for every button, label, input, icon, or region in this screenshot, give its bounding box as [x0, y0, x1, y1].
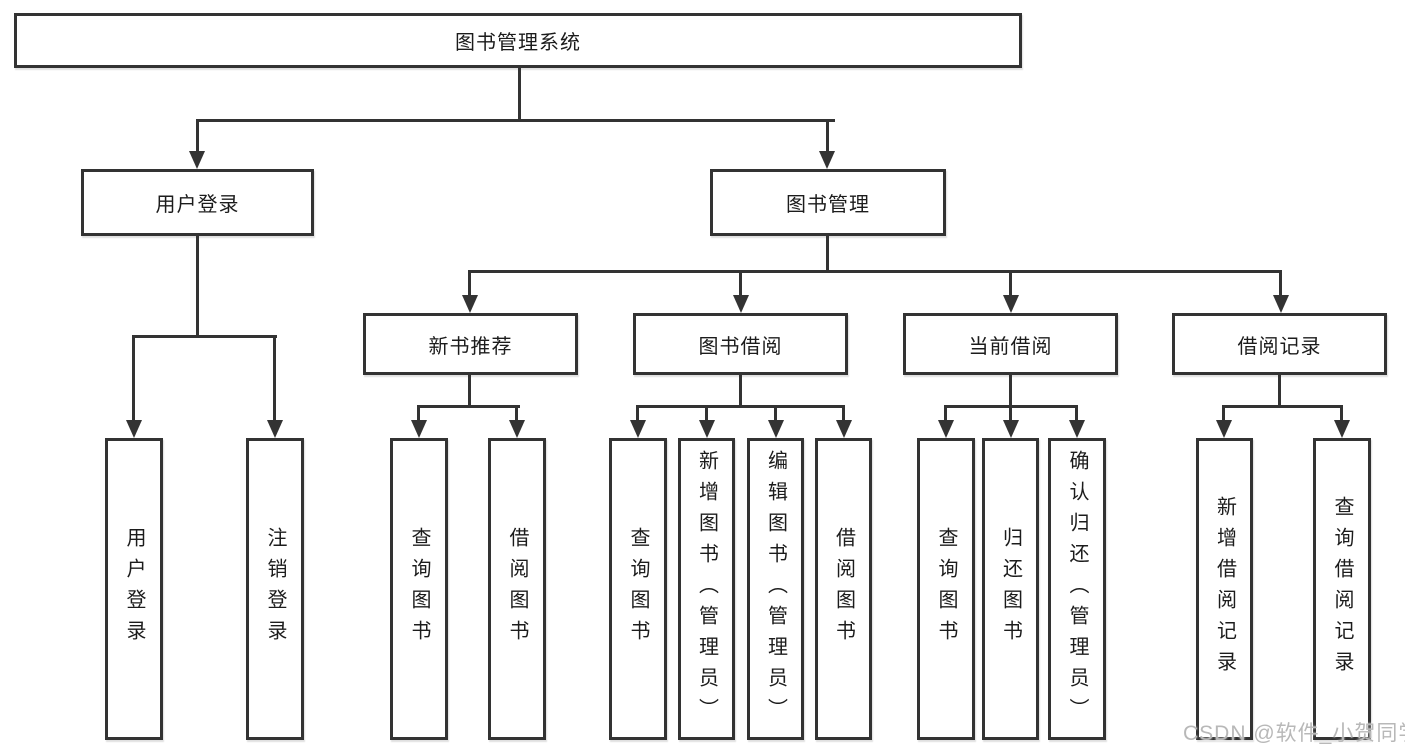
connector-line: [826, 119, 829, 153]
connector-line: [468, 375, 471, 407]
connector-line: [1009, 405, 1012, 422]
connector-line: [1279, 270, 1282, 297]
connector-line: [132, 335, 135, 422]
connector-line: [636, 405, 639, 422]
node-label: 新增图书（管理员）: [695, 449, 718, 729]
arrow-down-icon: [1216, 420, 1232, 438]
connector-line: [1009, 375, 1012, 407]
connector-line: [468, 270, 1282, 273]
arrow-down-icon: [1273, 295, 1289, 313]
arrow-down-icon: [126, 420, 142, 438]
connector-line: [196, 236, 199, 337]
arrow-down-icon: [1069, 420, 1085, 438]
node-label: 注销登录: [264, 527, 286, 651]
arrow-down-icon: [733, 295, 749, 313]
leaf-user-login: 用户登录: [105, 438, 163, 740]
arrow-down-icon: [768, 420, 784, 438]
node-current-borrow: 当前借阅: [903, 313, 1118, 375]
connector-line: [739, 270, 742, 297]
connector-line: [417, 405, 420, 422]
connector-line: [196, 119, 835, 122]
connector-line: [132, 335, 277, 338]
node-label: 借阅图书: [832, 527, 855, 651]
connector-line: [739, 375, 742, 407]
connector-line: [273, 335, 276, 422]
connector-line: [1222, 405, 1343, 408]
node-label: 用户登录: [155, 194, 240, 216]
arrow-down-icon: [1003, 420, 1019, 438]
node-label: 查询借阅记录: [1331, 496, 1353, 682]
connector-line: [705, 405, 708, 422]
leaf-query-book-current: 查询图书: [917, 438, 975, 740]
leaf-query-borrow-record: 查询借阅记录: [1313, 438, 1371, 740]
node-label: 查询图书: [408, 527, 430, 651]
arrow-down-icon: [189, 151, 205, 169]
node-label: 用户登录: [123, 527, 145, 651]
connector-line: [518, 68, 521, 121]
leaf-borrow-book: 借阅图书: [815, 438, 872, 740]
connector-line: [774, 405, 777, 422]
arrow-down-icon: [699, 420, 715, 438]
connector-line: [842, 405, 845, 422]
node-label: 图书管理系统: [455, 32, 581, 54]
connector-line: [417, 405, 520, 408]
leaf-confirm-return-admin: 确认归还（管理员）: [1048, 438, 1106, 740]
node-label: 借阅图书: [506, 527, 528, 651]
leaf-query-book-recommend: 查询图书: [390, 438, 448, 740]
node-user-login: 用户登录: [81, 169, 314, 236]
arrow-down-icon: [819, 151, 835, 169]
node-label: 当前借阅: [968, 335, 1053, 358]
arrow-down-icon: [1334, 420, 1350, 438]
node-borrow-record: 借阅记录: [1172, 313, 1387, 375]
connector-line: [196, 119, 199, 153]
arrow-down-icon: [1003, 295, 1019, 313]
leaf-logout-login: 注销登录: [246, 438, 304, 740]
node-label: 图书借阅: [698, 335, 783, 358]
arrow-down-icon: [938, 420, 954, 438]
node-label: 编辑图书（管理员）: [764, 449, 787, 729]
csdn-watermark: CSDN @软件_小贺同学: [1183, 722, 1405, 745]
node-label: 查询图书: [935, 527, 957, 651]
arrow-down-icon: [267, 420, 283, 438]
arrow-down-icon: [411, 420, 427, 438]
node-label: 借阅记录: [1237, 335, 1322, 358]
node-label: 确认归还（管理员）: [1066, 449, 1088, 729]
node-book-borrow: 图书借阅: [633, 313, 848, 375]
connector-line: [944, 405, 947, 422]
node-book-management: 图书管理: [710, 169, 946, 236]
connector-line: [1222, 405, 1225, 422]
connector-line: [636, 405, 845, 408]
node-root-library-management-system: 图书管理系统: [14, 13, 1022, 68]
arrow-down-icon: [509, 420, 525, 438]
arrow-down-icon: [836, 420, 852, 438]
connector-line: [468, 270, 471, 297]
leaf-edit-book-admin: 编辑图书（管理员）: [747, 438, 804, 740]
connector-line: [1278, 375, 1281, 407]
connector-line: [1075, 405, 1078, 422]
node-label: 查询图书: [627, 527, 649, 651]
leaf-query-book-borrow: 查询图书: [609, 438, 667, 740]
connector-line: [1340, 405, 1343, 422]
node-label: 新书推荐: [428, 335, 513, 358]
leaf-return-book: 归还图书: [982, 438, 1039, 740]
leaf-add-book-admin: 新增图书（管理员）: [678, 438, 735, 740]
connector-line: [1009, 270, 1012, 297]
connector-line: [515, 405, 518, 422]
leaf-borrow-book-recommend: 借阅图书: [488, 438, 546, 740]
node-new-book-recommend: 新书推荐: [363, 313, 578, 375]
arrow-down-icon: [462, 295, 478, 313]
node-label: 归还图书: [999, 527, 1022, 651]
leaf-add-borrow-record: 新增借阅记录: [1196, 438, 1253, 740]
connector-line: [826, 236, 829, 272]
node-label: 图书管理: [786, 194, 870, 216]
arrow-down-icon: [630, 420, 646, 438]
node-label: 新增借阅记录: [1213, 496, 1236, 682]
